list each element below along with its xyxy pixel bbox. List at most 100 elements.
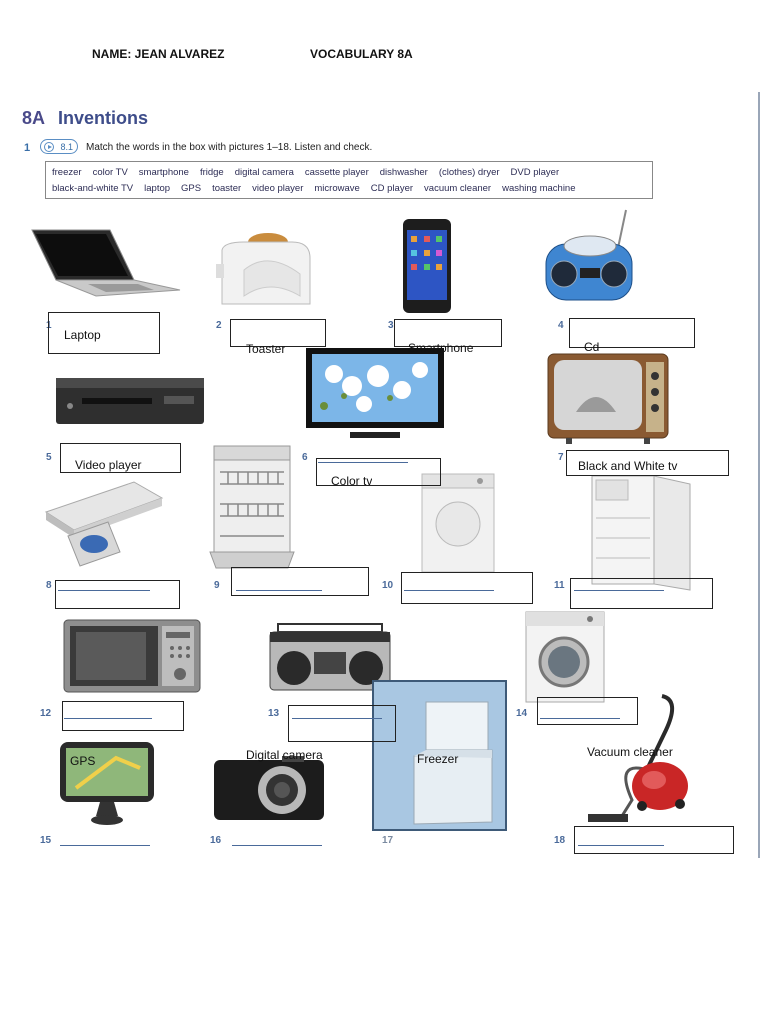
word: fridge (199, 167, 224, 178)
item-number-18: 18 (554, 835, 566, 846)
word: laptop (144, 183, 171, 194)
word: black-and-white TV (52, 183, 134, 194)
item-number-3: 3 (388, 320, 394, 331)
answer-text-3: Smartphone (408, 341, 474, 353)
answer-text-1: Laptop (64, 328, 101, 342)
word: washing machine (502, 183, 576, 194)
answer-text-6: Color tv (331, 474, 373, 486)
answer-line-16[interactable] (232, 845, 322, 846)
answer-box-3[interactable] (394, 319, 502, 347)
toaster-icon (216, 233, 311, 305)
word-row-1: freezer color TV smartphone fridge digital c… (52, 165, 646, 181)
cassette-player-icon (269, 623, 391, 691)
item-number-8: 8 (46, 580, 52, 591)
answer-box-14[interactable] (537, 697, 638, 725)
laptop-icon (31, 229, 181, 297)
audio-track-badge[interactable]: 8.1 (40, 139, 78, 154)
word: toaster (212, 183, 242, 194)
answer-line-13 (292, 718, 382, 719)
freezer-icon (413, 701, 493, 825)
microwave-icon (63, 619, 201, 693)
word: color TV (92, 167, 128, 178)
answer-text-16: Digital camera (246, 748, 323, 762)
answer-text-18: Vacuum cleaner (587, 745, 673, 759)
color-tv-icon (306, 348, 444, 438)
digital-camera-icon (214, 756, 324, 820)
answer-line-11 (574, 590, 664, 591)
answer-line-18 (578, 845, 664, 846)
item-number-15: 15 (40, 835, 52, 846)
word-row-2: black-and-white TV laptop GPS toaster video … (52, 181, 646, 197)
word-box: freezer color TV smartphone fridge digital c… (45, 161, 653, 199)
item-number-17: 17 (382, 835, 394, 846)
answer-box-10[interactable] (401, 572, 533, 604)
answer-line-6 (318, 462, 408, 463)
item-number-2: 2 (216, 320, 222, 331)
smartphone-icon (403, 219, 451, 313)
page-border (758, 92, 760, 858)
word: GPS (181, 183, 202, 194)
dryer-icon (421, 473, 495, 573)
word: freezer (52, 167, 82, 178)
item-number-4: 4 (558, 320, 564, 331)
question-number: 1 (24, 142, 31, 154)
student-name: NAME: JEAN ALVAREZ (92, 47, 225, 61)
answer-text-4: Cd (584, 340, 600, 352)
answer-line-8 (58, 590, 150, 591)
word: vacuum cleaner (424, 183, 492, 194)
answer-box-12[interactable] (62, 701, 184, 731)
word: DVD player (510, 167, 560, 178)
answer-text-15: GPS (70, 754, 96, 766)
item-number-10: 10 (382, 580, 394, 591)
word: microwave (314, 183, 360, 194)
washing-machine-icon (525, 611, 605, 703)
item-number-6: 6 (302, 452, 308, 463)
item-number-14: 14 (516, 708, 528, 719)
word: smartphone (138, 167, 189, 178)
item-number-7: 7 (558, 452, 564, 463)
answer-box-9[interactable] (231, 567, 369, 596)
audio-track-label: 8.1 (60, 142, 73, 152)
instruction: Match the words in the box with pictures… (86, 142, 373, 153)
answer-box-7[interactable] (566, 450, 729, 476)
black-and-white-tv-icon (547, 353, 669, 444)
answer-text-7: Black and White tv (578, 459, 678, 473)
answer-box-5[interactable] (60, 443, 181, 473)
answer-text-2: Toaster (246, 342, 286, 354)
item-number-16: 16 (210, 835, 222, 846)
dvd-player-icon (44, 481, 164, 567)
play-icon (44, 142, 54, 152)
item-number-12: 12 (40, 708, 52, 719)
dishwasher-icon (209, 445, 295, 569)
word: digital camera (234, 167, 294, 178)
word: video player (252, 183, 304, 194)
word: dishwasher (379, 167, 428, 178)
answer-text-17: Freezer (417, 752, 459, 766)
answer-box-2[interactable] (230, 319, 326, 347)
answer-box-11[interactable] (570, 578, 713, 609)
gps-icon (60, 742, 154, 825)
answer-box-18[interactable] (574, 826, 734, 854)
answer-line-9 (236, 590, 322, 591)
answer-box-4[interactable] (569, 318, 695, 348)
item-number-13: 13 (268, 708, 280, 719)
answer-line-10 (404, 590, 494, 591)
answer-line-12 (64, 718, 152, 719)
answer-box-13[interactable] (288, 705, 396, 742)
answer-box-6[interactable] (316, 458, 441, 486)
item-number-9: 9 (214, 580, 220, 591)
answer-line-15[interactable] (60, 845, 150, 846)
answer-box-8[interactable] (55, 580, 180, 609)
item-number-5: 5 (46, 452, 52, 463)
item-number-11: 11 (554, 580, 565, 591)
word: CD player (370, 183, 414, 194)
section-number: 8A (22, 108, 46, 128)
answer-line-14 (540, 718, 620, 719)
vacuum-cleaner-icon (588, 694, 688, 822)
answer-text-5: Video player (75, 458, 142, 472)
answer-box-1[interactable] (48, 312, 160, 354)
word: cassette player (304, 167, 369, 178)
word: (clothes) dryer (438, 167, 500, 178)
section-title: Inventions (58, 108, 149, 128)
fridge-icon (591, 475, 691, 591)
